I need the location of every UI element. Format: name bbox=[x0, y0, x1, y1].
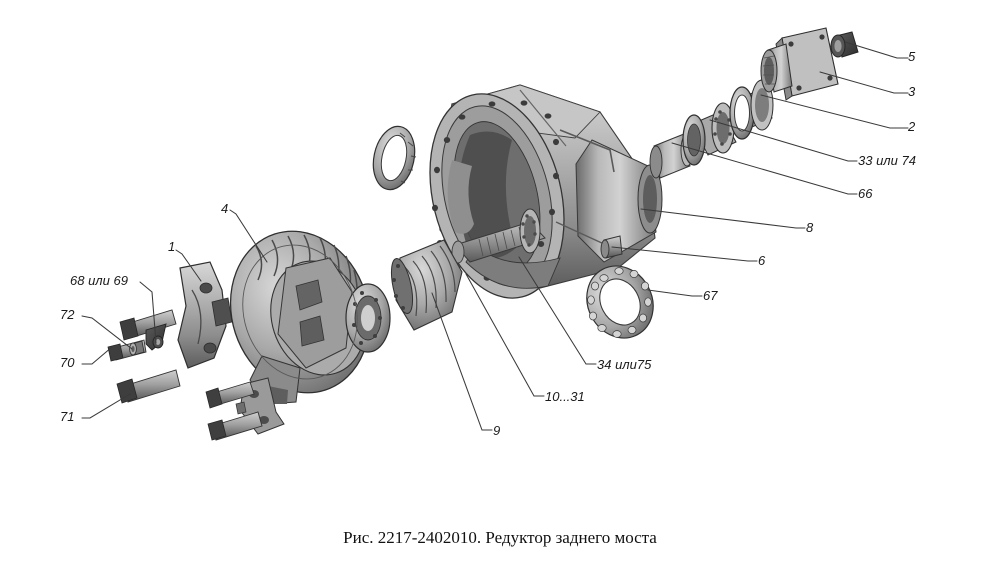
callout-3: 3 bbox=[908, 84, 916, 99]
callout-72: 72 bbox=[60, 307, 75, 322]
callout-67: 67 bbox=[703, 288, 718, 303]
bearing-cap-right-part bbox=[205, 377, 285, 441]
inner-bearing-part bbox=[519, 208, 541, 254]
leader-lines bbox=[81, 41, 909, 431]
differential-assembly-part bbox=[229, 230, 391, 405]
adjuster-ring-part bbox=[372, 125, 417, 191]
figure-caption: Рис. 2217-2402010. Редуктор заднего мост… bbox=[343, 528, 657, 547]
callout-68-or-69: 68 или 69 bbox=[70, 273, 128, 288]
bearing-cap-part bbox=[177, 261, 233, 369]
callout-34-or-75: 34 или75 bbox=[597, 357, 652, 372]
pinion-shaft-part bbox=[451, 208, 546, 264]
roller-bearing-part bbox=[586, 265, 654, 339]
drive-flange-part bbox=[760, 27, 839, 101]
callout-70: 70 bbox=[60, 355, 75, 370]
callout-1: 1 bbox=[168, 239, 176, 254]
callout-66: 66 bbox=[858, 186, 873, 201]
callout-71: 71 bbox=[60, 409, 75, 424]
callout-2: 2 bbox=[908, 119, 916, 134]
oil-seal-part bbox=[729, 79, 774, 140]
exploded-view-illustration bbox=[81, 27, 909, 441]
callout-5: 5 bbox=[908, 49, 916, 64]
callout-33-or-74: 33 или 74 bbox=[858, 153, 916, 168]
drive-pinion-gear-part bbox=[390, 239, 463, 331]
fasteners-group bbox=[107, 309, 181, 404]
callout-9: 9 bbox=[493, 423, 501, 438]
callout-10-31: 10...31 bbox=[545, 389, 585, 404]
callout-6: 6 bbox=[758, 253, 766, 268]
outer-bearing-part bbox=[682, 102, 737, 166]
callout-4: 4 bbox=[221, 201, 229, 216]
nut-part bbox=[830, 31, 859, 58]
callout-8: 8 bbox=[806, 220, 814, 235]
